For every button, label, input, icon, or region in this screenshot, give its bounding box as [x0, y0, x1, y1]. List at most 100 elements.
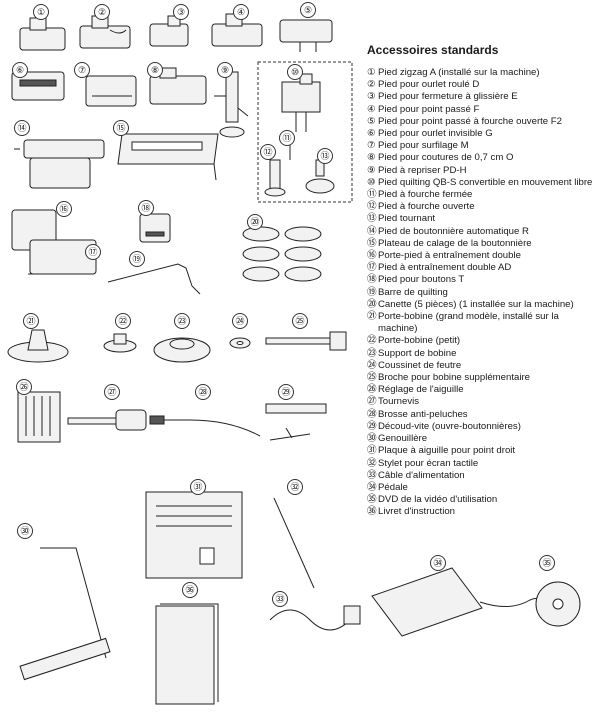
- list-item-label: Pied à entraînement double AD: [378, 262, 512, 274]
- quilting-bar: [107, 263, 201, 295]
- presser-foot-pd-h: [214, 71, 249, 138]
- list-item-number: ㉙: [367, 420, 377, 432]
- callout-number: ㊱: [182, 582, 198, 598]
- callout-number: ㉕: [292, 313, 308, 329]
- list-item-number: ⑩: [367, 176, 376, 188]
- list-item-number: ㉕: [367, 372, 377, 384]
- list-item-label: Pied tournant: [378, 213, 436, 225]
- list-item-number: ⑬: [367, 213, 377, 225]
- quilting-foot-group-frame: [257, 61, 353, 203]
- list-item-label: Pied pour boutons T: [378, 274, 465, 286]
- presser-foot-o: [149, 67, 207, 105]
- extra-spool-pin: [265, 331, 347, 351]
- bobbins: [242, 226, 322, 282]
- list-item-label: Pied pour fermeture à glissière E: [378, 91, 518, 103]
- list-item-number: ㉗: [367, 396, 377, 408]
- needle-set: [17, 391, 61, 443]
- list-item-label: Support de bobine: [378, 347, 457, 359]
- list-item-number: ⑱: [367, 274, 377, 286]
- callout-number: ⑭: [14, 120, 30, 136]
- presser-foot-e: [149, 15, 189, 47]
- list-item-number: ⑧: [367, 152, 376, 164]
- felt-pad: [229, 337, 251, 349]
- callout-number: ⑪: [279, 130, 295, 146]
- list-item-number: ⑮: [367, 237, 377, 249]
- list-item-number: ⑪: [367, 189, 377, 201]
- list-item-label: Tournevis: [378, 396, 420, 408]
- list-item-number: ③: [367, 91, 376, 103]
- list-item-number: ㉜: [367, 457, 377, 469]
- callout-number: ㉖: [16, 379, 32, 395]
- list-item-label: Porte-bobine (petit): [378, 335, 461, 347]
- callout-number: ⑤: [300, 2, 316, 18]
- list-item-number: ⑯: [367, 250, 377, 262]
- callout-number: ㉟: [539, 555, 555, 571]
- list-item-label: DVD de la vidéo d'utilisation: [378, 494, 498, 506]
- list-item-label: Barre de quilting: [378, 286, 448, 298]
- list-item-number: ⑳: [367, 298, 377, 310]
- callout-number: ⑫: [260, 144, 276, 160]
- list-item-label: Canette (5 pièces) (1 installée sur la m…: [378, 298, 574, 310]
- list-item-label: Pied pour coutures de 0,7 cm O: [378, 152, 514, 164]
- callout-number: ⑲: [129, 251, 145, 267]
- callout-number: ㉙: [278, 384, 294, 400]
- callout-number: ⑱: [138, 200, 154, 216]
- list-item-number: ㉘: [367, 408, 377, 420]
- callout-number: ⑮: [113, 120, 129, 136]
- list-item-number: ㊱: [367, 506, 377, 518]
- presser-foot-m: [85, 75, 137, 107]
- list-item-label: Stylet pour écran tactile: [378, 457, 479, 469]
- list-item-label: Câble d'alimentation: [378, 469, 465, 481]
- list-item-number: ㉚: [367, 433, 377, 445]
- screwdriver: [67, 409, 147, 431]
- callout-number: ㉗: [104, 384, 120, 400]
- touch-pen: [273, 497, 315, 589]
- callout-number: ②: [94, 4, 110, 20]
- callout-number: ①: [33, 4, 49, 20]
- list-item-number: ⑨: [367, 164, 376, 176]
- list-item-number: ⑲: [367, 286, 377, 298]
- list-item-number: ㉛: [367, 445, 377, 457]
- buttonhole-stabilizer-plate: [117, 133, 219, 181]
- presser-foot-a: [19, 17, 66, 51]
- list-item-number: ②: [367, 79, 376, 91]
- list-item-number: ⑦: [367, 140, 376, 152]
- section-title: Accessoires standards: [367, 43, 499, 57]
- list-item-label: Réglage de l'aiguille: [378, 384, 464, 396]
- list-item-label: Pédale: [378, 481, 408, 493]
- callout-number: ㉞: [430, 555, 446, 571]
- seam-ripper: [265, 403, 327, 441]
- callout-number: ⑨: [217, 62, 233, 78]
- instructional-dvd: [535, 581, 581, 627]
- power-cord: [269, 605, 361, 631]
- lint-brush: [149, 415, 261, 437]
- list-item-number: ④: [367, 103, 376, 115]
- list-item-label: Livret d'instruction: [378, 506, 456, 518]
- callout-number: ⑧: [147, 62, 163, 78]
- button-foot-t: [139, 213, 171, 243]
- callout-number: ⑳: [247, 214, 263, 230]
- list-item-label: Genouillère: [378, 433, 428, 445]
- callout-number: ㉘: [195, 384, 211, 400]
